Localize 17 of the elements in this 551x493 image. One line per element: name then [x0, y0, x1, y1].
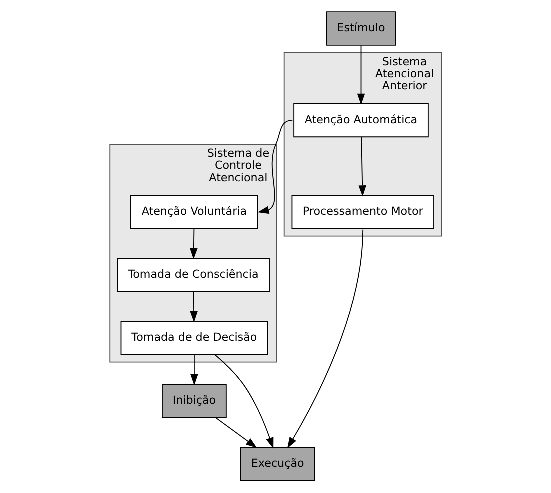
- node-box: Atenção Voluntária: [130, 195, 258, 230]
- node-box: Tomada de de Decisão: [120, 321, 268, 356]
- node-box: Estímulo: [326, 12, 396, 46]
- arrow: [286, 229, 364, 449]
- node-box: Inibição: [162, 384, 226, 418]
- arrow: [358, 137, 366, 197]
- node-box: Processamento Motor: [291, 195, 434, 230]
- arrow: [190, 228, 198, 260]
- node-box: Atenção Automática: [293, 103, 428, 138]
- arrow: [190, 354, 198, 386]
- arrow: [215, 418, 257, 448]
- arrow: [214, 354, 274, 449]
- arrow: [257, 120, 293, 214]
- arrow: [356, 45, 365, 106]
- node-box: Execução: [240, 447, 315, 482]
- node-box: Tomada de Consciência: [116, 258, 270, 292]
- arrow: [190, 292, 198, 323]
